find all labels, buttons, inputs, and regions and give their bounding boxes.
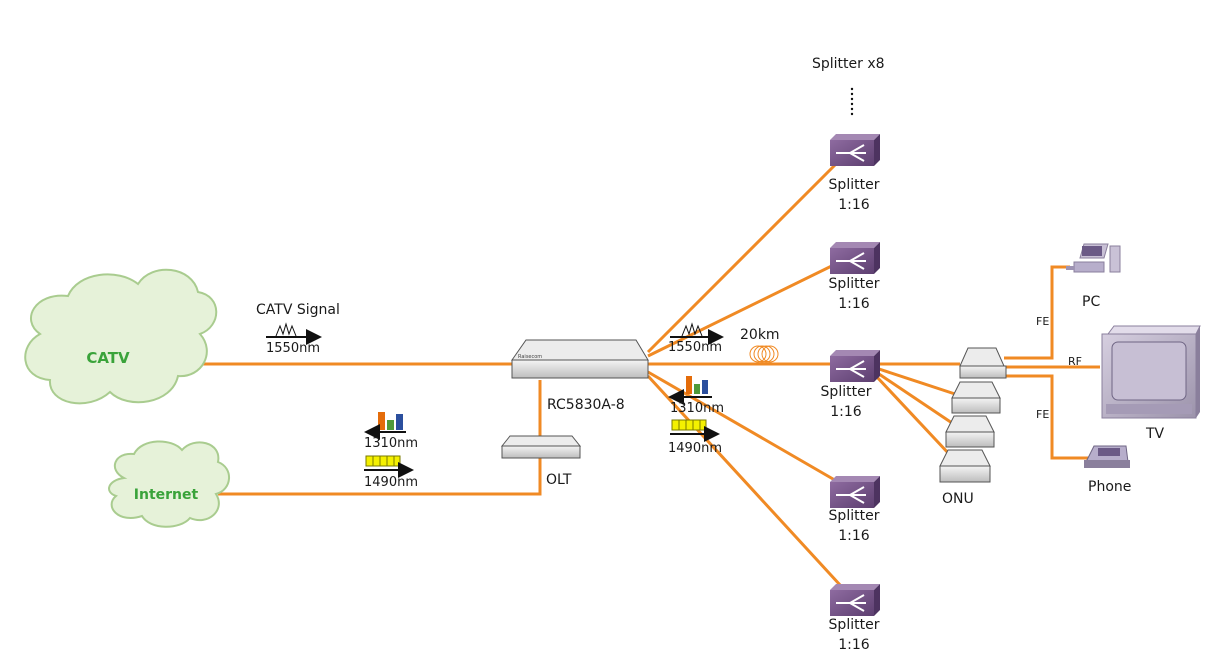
wavelength-1310-label-2: 1310nm <box>670 401 724 416</box>
splitter-2-ratio: 1:16 <box>838 296 870 312</box>
splitter-4-name: Splitter <box>829 508 880 524</box>
mid-wavelengths: 1310nm 1490nm <box>668 376 724 456</box>
onu-4[interactable] <box>939 449 991 483</box>
wavelength-1550-label: 1550nm <box>266 341 320 356</box>
splitter-to-onu4 <box>874 374 952 457</box>
pc-icon[interactable] <box>1066 243 1121 273</box>
splitter-3-ratio: 1:16 <box>830 404 862 420</box>
splitter-3-name: Splitter <box>821 384 872 400</box>
splitter-4[interactable] <box>830 476 880 508</box>
catv-signal-marker: CATV Signal 1550nm <box>256 302 340 356</box>
distance-label: 20km <box>740 327 780 343</box>
onu-2[interactable] <box>951 381 1001 414</box>
internet-wavelengths: 1310nm 1490nm <box>364 412 418 490</box>
wavelength-1490-label: 1490nm <box>364 475 418 490</box>
onu-to-pc-link <box>1004 265 1070 360</box>
main-olt-label: RC5830A-8 <box>547 397 625 413</box>
wavelength-1550-label-2: 1550nm <box>668 340 722 355</box>
bar-1490-icon <box>365 455 401 467</box>
fe-label-phone: FE <box>1036 408 1049 421</box>
main-olt-device[interactable]: Raisecom <box>511 339 649 379</box>
splitter-5-ratio: 1:16 <box>838 637 870 653</box>
olt-label: OLT <box>546 472 572 488</box>
fiber-coil-icon <box>749 345 779 363</box>
wavelength-1490-label-2: 1490nm <box>668 441 722 456</box>
splitter-icon <box>836 594 866 612</box>
main-to-splitter5 <box>646 374 854 600</box>
onu-1[interactable] <box>959 347 1007 379</box>
phone-label: Phone <box>1088 479 1131 495</box>
wavelength-1310-label: 1310nm <box>364 436 418 451</box>
internet-cloud: Internet <box>108 440 230 528</box>
splitter-to-onu2 <box>875 366 959 397</box>
splitter-icon <box>836 252 866 270</box>
svg-text:Raisecom: Raisecom <box>518 354 542 360</box>
tv-label: TV <box>1145 426 1165 442</box>
olt-device[interactable] <box>500 435 582 459</box>
splitter-5[interactable] <box>830 584 880 616</box>
bar-1490-icon-2 <box>671 419 707 431</box>
internet-to-olt-link <box>218 452 542 496</box>
splitter-icon <box>836 486 866 504</box>
mid-signal-marker: 1550nm 20km <box>668 322 780 363</box>
ellipsis-icon <box>850 87 854 116</box>
catv-signal-label: CATV Signal <box>256 302 340 318</box>
main-to-splitter1 <box>646 146 854 354</box>
splitter-icon <box>836 144 866 162</box>
fe-label-pc: FE <box>1036 315 1049 328</box>
splitter-1-ratio: 1:16 <box>838 197 870 213</box>
splitter-4-ratio: 1:16 <box>838 528 870 544</box>
splitter-2-name: Splitter <box>829 276 880 292</box>
splitter-5-name: Splitter <box>829 617 880 633</box>
rf-label-tv: RF <box>1068 355 1082 368</box>
splitter-3[interactable] <box>830 350 880 382</box>
phone-icon[interactable] <box>1084 445 1130 468</box>
onu-3[interactable] <box>945 415 995 448</box>
catv-cloud: CATV <box>24 268 218 405</box>
splitter-1[interactable] <box>830 134 880 166</box>
splitter-1-name: Splitter <box>829 177 880 193</box>
tv-icon[interactable] <box>1101 325 1201 419</box>
fiber-lines <box>190 146 1100 600</box>
wave-icon-2 <box>681 322 703 337</box>
main-to-splitter2 <box>647 254 853 358</box>
splitter-icon <box>836 360 866 378</box>
onu-to-phone-link <box>1004 374 1090 460</box>
pc-label: PC <box>1082 294 1100 310</box>
splitter-group-label: Splitter x8 <box>812 56 885 72</box>
splitter-2[interactable] <box>830 242 880 274</box>
catv-label: CATV <box>86 349 130 367</box>
onu-label: ONU <box>942 491 974 507</box>
internet-label: Internet <box>134 487 199 503</box>
wave-icon <box>275 322 297 337</box>
splitter-to-onu3 <box>875 370 956 427</box>
